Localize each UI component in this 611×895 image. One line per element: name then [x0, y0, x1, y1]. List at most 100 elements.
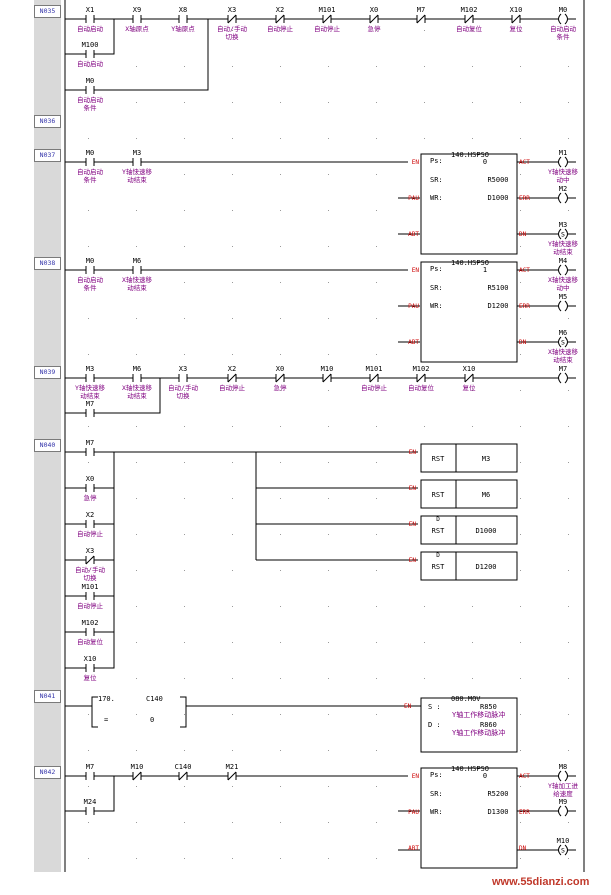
- hspso-block[interactable]: 140.HSPSO0Ps:SR:R5000WR:D1000ENPAUABTACT…: [408, 151, 530, 255]
- mov-block[interactable]: EN 080.MOV S : R850 Y轴工作移动脉冲 D : R860 Y轴…: [404, 695, 518, 753]
- mov-s-label: S :: [428, 703, 441, 711]
- block-sub: 0: [483, 158, 487, 166]
- contact-label: X0: [370, 6, 378, 14]
- hspso-block[interactable]: 140.HSPSO0Ps:SR:R5200WR:D1300ENPAUABTACT…: [408, 765, 530, 869]
- contact-nc[interactable]: M21: [224, 763, 240, 781]
- block-row-key: SR:: [430, 176, 443, 184]
- compare-instruction[interactable]: 170. C140 = 0: [91, 695, 187, 728]
- coil-comment: 自动启动: [550, 24, 577, 33]
- contact-nc[interactable]: M10: [129, 763, 145, 781]
- block-pin-out: ERR: [519, 303, 530, 310]
- coil-comment: Y轴快速移: [548, 239, 578, 248]
- rst-arg: M3: [482, 455, 490, 463]
- contact-nc[interactable]: M7: [413, 6, 429, 24]
- coil-label: M10: [557, 837, 570, 845]
- rung-number[interactable]: N040: [34, 439, 61, 452]
- block-pin-out: DN: [519, 339, 527, 346]
- contact-no[interactable]: M7: [82, 400, 98, 417]
- contact-label: M102: [461, 6, 478, 14]
- rung-number[interactable]: N039: [34, 366, 61, 379]
- rung-number[interactable]: N037: [34, 149, 61, 162]
- rung-number[interactable]: N038: [34, 257, 61, 270]
- contact-comment: 自动复位: [77, 637, 104, 646]
- coil-out[interactable]: M7: [554, 365, 572, 384]
- coil-out[interactable]: M9: [554, 798, 572, 817]
- rung-number[interactable]: N036: [34, 115, 61, 128]
- rung-number[interactable]: N035: [34, 5, 61, 18]
- block-pin-out: ERR: [519, 195, 530, 202]
- contact-nc[interactable]: M102 自动复位: [456, 6, 483, 33]
- contact-comment: 自动复位: [408, 383, 435, 392]
- contact-comment: 自动复位: [456, 24, 483, 33]
- contact-comment: 复位: [510, 24, 524, 33]
- compare-func: 170.: [98, 695, 115, 703]
- contact-label: X1: [86, 6, 94, 14]
- coil-out[interactable]: M5: [554, 293, 572, 312]
- contact-comment: 切换: [84, 573, 98, 582]
- block-row-key: Ps:: [430, 157, 443, 165]
- block-pin-out: ACT: [519, 773, 530, 780]
- contact-comment: 自动停止: [314, 24, 341, 33]
- rst-op: RST: [432, 563, 445, 571]
- contact-no[interactable]: M7: [82, 763, 98, 780]
- rst-arg: D1000: [475, 527, 496, 535]
- coil-out[interactable]: M2: [554, 185, 572, 204]
- hspso-block[interactable]: 140.HSPSO1Ps:SR:R5100WR:D1200ENPAUABTACT…: [408, 259, 530, 363]
- block-row-key: SR:: [430, 284, 443, 292]
- contact-no[interactable]: M24: [82, 798, 98, 815]
- rung-number[interactable]: N041: [34, 690, 61, 703]
- rung-number[interactable]: N042: [34, 766, 61, 779]
- contact-nc[interactable]: M10: [319, 365, 335, 383]
- contact-label: M0: [86, 257, 94, 265]
- contact-nc[interactable]: C140: [175, 763, 192, 781]
- block-pin-out: ERR: [519, 809, 530, 816]
- contact-comment: X轴原点: [125, 24, 149, 33]
- rst-prefix: D: [436, 516, 440, 523]
- contact-comment: 复位: [84, 673, 98, 682]
- contact-label: X3: [228, 6, 236, 14]
- coil-comment: X轴快速移: [548, 347, 578, 356]
- contact-no[interactable]: M7: [82, 439, 98, 456]
- contact-label: M7: [417, 6, 425, 14]
- contact-comment: X轴快速移: [122, 275, 152, 284]
